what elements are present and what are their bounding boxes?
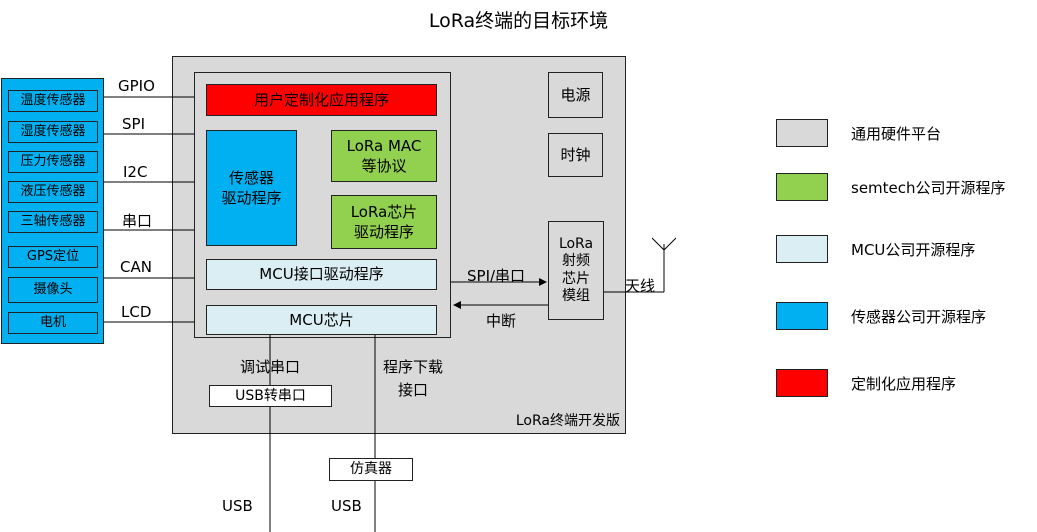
- sensor-hydraulic: 液压传感器: [8, 181, 98, 203]
- interface-i2c: I2C: [123, 163, 148, 181]
- sensor-driver-block: 传感器 驱动程序: [206, 130, 297, 246]
- legend-swatch-custom: [776, 369, 828, 397]
- legend-label-custom: 定制化应用程序: [851, 375, 957, 393]
- legend-label-semtech: semtech公司开源程序: [851, 179, 1006, 197]
- legend-swatch-mcu: [776, 235, 828, 263]
- legend-label-mcu: MCU公司开源程序: [851, 241, 976, 259]
- interrupt-label: 中断: [486, 312, 517, 330]
- legend-swatch-semtech: [776, 173, 828, 201]
- interface-spi: SPI: [122, 115, 145, 133]
- debug-serial-label: 调试串口: [240, 358, 301, 376]
- sensor-pressure: 压力传感器: [8, 151, 98, 173]
- mcu-interface-driver-block: MCU接口驱动程序: [206, 259, 437, 290]
- usb-right-label: USB: [331, 497, 362, 515]
- sensor-temperature: 温度传感器: [8, 90, 98, 112]
- power-block: 电源: [548, 72, 603, 118]
- sensor-motor: 电机: [8, 312, 98, 334]
- lora-module-block: LoRa 射频 芯片 模组: [548, 221, 604, 320]
- interface-uart: 串口: [122, 212, 153, 230]
- spi-link-label: SPI/串口: [467, 267, 526, 285]
- interface-gpio: GPIO: [118, 77, 155, 95]
- interface-lcd: LCD: [121, 303, 152, 321]
- legend-swatch-sensor: [776, 302, 828, 330]
- legend-swatch-hardware: [776, 119, 828, 147]
- antenna-label: 天线: [625, 277, 656, 295]
- lora-chip-driver-block: LoRa芯片 驱动程序: [331, 195, 437, 249]
- sensor-three-axis: 三轴传感器: [8, 211, 98, 233]
- lora-mac-block: LoRa MAC 等协议: [331, 130, 437, 182]
- diagram-title: LoRa终端的目标环境: [428, 10, 609, 32]
- sensor-gps: GPS定位: [8, 246, 98, 268]
- legend-label-hardware: 通用硬件平台: [851, 125, 942, 143]
- custom-app-block: 用户定制化应用程序: [206, 84, 437, 116]
- sensor-humidity: 湿度传感器: [8, 121, 98, 143]
- clock-block: 时钟: [548, 133, 603, 177]
- dev-board-label: LoRa终端开发版: [515, 413, 620, 429]
- usb-left-label: USB: [222, 497, 253, 515]
- interface-can: CAN: [120, 258, 152, 276]
- usb-to-serial-box: USB转串口: [209, 385, 332, 407]
- emulator-box: 仿真器: [329, 458, 413, 481]
- mcu-chip-block: MCU芯片: [206, 305, 437, 335]
- sensor-camera: 摄像头: [8, 277, 98, 303]
- program-download-label: 程序下载 接口: [383, 358, 444, 399]
- legend-label-sensor: 传感器公司开源程序: [851, 308, 987, 326]
